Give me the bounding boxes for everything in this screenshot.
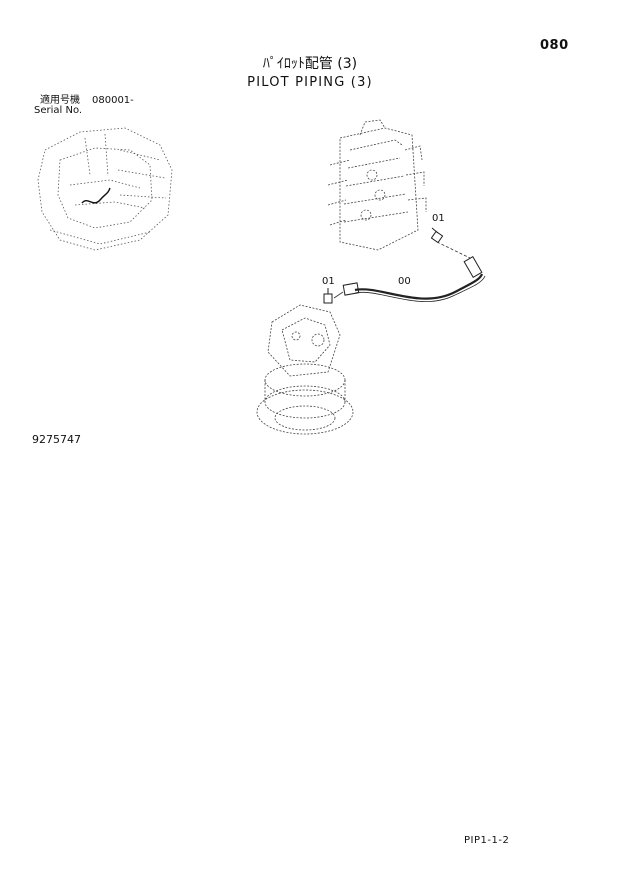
fitting-lower-icon [323,288,333,304]
swing-motor-illustration [256,304,354,435]
leader-line-lower [333,291,344,299]
page-title-jp: ﾊﾟｲﾛｯﾄ配管 (3) [262,56,358,72]
pilot-hose-illustration [342,256,486,303]
highlighted-pilot-line [81,187,111,204]
machine-overview-illustration [37,127,173,251]
callout-fitting-upper: 01 [432,213,445,224]
serial-label-jp: 適用号機 [40,95,80,106]
control-valve-illustration [327,119,427,251]
page-reference: PIP1-1-2 [464,835,510,846]
page-number: 080 [540,38,569,53]
serial-label-en: Serial No. [34,105,83,116]
leader-line-upper [436,241,471,259]
fitting-upper-icon [430,227,444,244]
callout-hose: 00 [398,276,411,287]
callout-fitting-lower: 01 [322,276,335,287]
figure-number: 9275747 [32,433,81,446]
serial-value: 080001- [92,95,134,106]
page-title-en: PILOT PIPING (3) [247,75,373,90]
